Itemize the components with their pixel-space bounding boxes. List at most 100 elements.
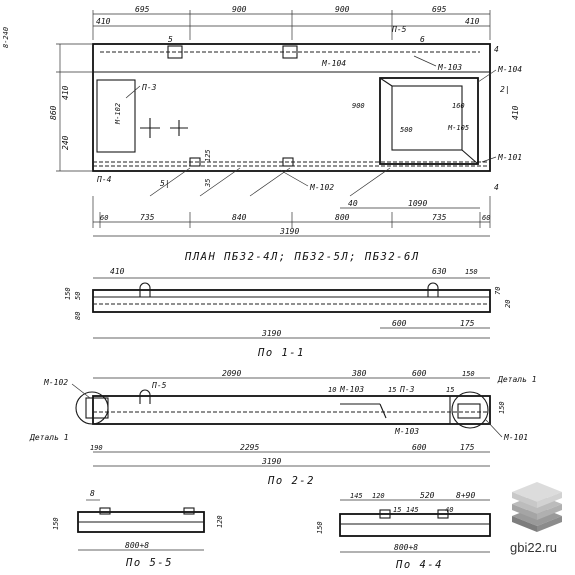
sec22-dim-10: 10 bbox=[328, 386, 336, 394]
sec33-dim-150: 150 bbox=[52, 517, 60, 530]
dim-top-1: 695 bbox=[135, 5, 150, 14]
sec22-detail-box bbox=[449, 395, 491, 425]
lifting-loop bbox=[282, 157, 294, 167]
inner-dim-900: 900 bbox=[352, 102, 365, 110]
sec33-title: По 5-5 bbox=[125, 557, 173, 569]
sec33-dim-120: 120 bbox=[216, 515, 224, 528]
sec11-dim-410: 410 bbox=[110, 267, 125, 276]
section-1-1: 410 630 150 150 50 80 70 20 600 175 3190… bbox=[64, 267, 512, 359]
sec11-dim-175: 175 bbox=[460, 319, 475, 328]
sec22-dim-190: 190 bbox=[90, 444, 103, 452]
sec11-dim-630: 630 bbox=[432, 267, 447, 276]
sec11-dim-150: 150 bbox=[465, 268, 478, 276]
sec22-label-m101: М-101 bbox=[503, 433, 528, 442]
sec22-slab bbox=[92, 395, 491, 425]
dim-left-top: 8-240 bbox=[2, 27, 10, 48]
inner-dim-160: 160 bbox=[452, 102, 465, 110]
sec33-dim-8: 8 bbox=[90, 489, 95, 498]
sec11-loop bbox=[139, 282, 151, 297]
dim-bottom-mid-1090: 1090 bbox=[408, 199, 427, 208]
dim-bottom-735-right: 735 bbox=[432, 213, 447, 222]
sec22-label-detal-left: Деталь 1 bbox=[29, 433, 69, 442]
label-m102-left: М-102 bbox=[114, 103, 122, 125]
dim-left-410: 410 bbox=[61, 85, 70, 100]
label-m101: М-101 bbox=[497, 153, 522, 162]
plan-title: ПЛАН ПБ32-4Л; ПБ32-5Л; ПБ32-6Л bbox=[184, 251, 420, 263]
label-p5-top: П-5 bbox=[391, 25, 407, 34]
sec11-loop bbox=[427, 282, 439, 297]
lifting-loop bbox=[282, 45, 298, 59]
label-m103-top: М-103 bbox=[437, 63, 462, 72]
sec22-dim-380: 380 bbox=[351, 369, 367, 378]
dim-top2-right: 410 bbox=[465, 17, 480, 26]
sec22-label-p5: П-5 bbox=[151, 381, 167, 390]
sec22-label-p3: П-3 bbox=[399, 385, 415, 394]
dim-bottom-840: 840 bbox=[232, 213, 247, 222]
sec44-title: По 4-4 bbox=[395, 559, 443, 571]
dim-bottom-mid-40: 40 bbox=[348, 199, 358, 208]
sec11-slab bbox=[92, 289, 491, 313]
plan-outline bbox=[92, 43, 491, 172]
sec22-label-m102: М-102 bbox=[43, 378, 68, 387]
watermark: gbi22.ru bbox=[510, 482, 562, 555]
inner-dim-500: 500 bbox=[400, 126, 413, 134]
section-5-5: 8 150 120 800+8 По 5-5 bbox=[52, 489, 224, 569]
lifting-loop bbox=[189, 157, 201, 167]
dim-total-plan: 3190 bbox=[279, 227, 299, 236]
label-m102-bottom: М-102 bbox=[309, 183, 334, 192]
sec22-dim-15: 15 bbox=[388, 386, 396, 394]
label-m105: М-105 bbox=[447, 124, 469, 132]
sec22-dim-2295: 2295 bbox=[240, 443, 259, 452]
dim-top-2: 900 bbox=[232, 5, 247, 14]
sec33-dim-800: 800+8 bbox=[125, 541, 149, 550]
sec22-dim-600: 600 bbox=[412, 369, 427, 378]
dim-top-3: 900 bbox=[335, 5, 350, 14]
sec22-dim-15b: 15 bbox=[446, 386, 454, 394]
val-35: 35 bbox=[204, 179, 212, 188]
section-mark-5-top: 5 bbox=[168, 35, 173, 44]
sec22-dim-total: 3190 bbox=[261, 457, 281, 466]
sec22-detail-circle-right bbox=[451, 391, 489, 429]
sec44-dim-145b: 145 bbox=[406, 506, 419, 514]
section-mark-6: 6 bbox=[420, 35, 425, 44]
lifting-loop bbox=[167, 45, 183, 59]
label-p4: П-4 bbox=[96, 175, 112, 184]
section-mark-2: 2| bbox=[500, 85, 510, 94]
dim-top-4: 695 bbox=[432, 5, 447, 14]
sec11-dim-600: 600 bbox=[392, 319, 407, 328]
sec11-dim-20: 20 bbox=[504, 300, 512, 308]
section-4-4: 145 120 520 8+90 15 145 40 150 800+8 По … bbox=[316, 491, 491, 571]
dim-bottom-735-left: 735 bbox=[140, 213, 155, 222]
plan-view: 695 900 900 695 410 410 8-240 М-102 М-10… bbox=[2, 5, 522, 263]
sec22-dim-600b: 600 bbox=[412, 443, 427, 452]
label-m104-right: М-104 bbox=[497, 65, 522, 74]
section-2-2: 2090 10 380 15 600 15 150 М-102 П-5 М-10… bbox=[29, 369, 537, 487]
plan-opening bbox=[379, 77, 479, 165]
watermark-text: gbi22.ru bbox=[510, 540, 557, 555]
sec22-label-m103: М-103 bbox=[339, 385, 364, 394]
sec44-dim-40: 40 bbox=[445, 506, 453, 514]
sec22-dim-150: 150 bbox=[462, 370, 475, 378]
section-mark-5: 5| bbox=[160, 179, 170, 188]
dim-bottom-60-right: 60 bbox=[482, 214, 490, 222]
section-mark-4b: 4 bbox=[494, 183, 499, 192]
sec11-dim-150-left: 150 bbox=[64, 287, 72, 300]
layered-slabs-icon bbox=[512, 482, 562, 532]
label-p3: П-3 bbox=[141, 83, 157, 92]
dim-left-860: 860 bbox=[49, 105, 58, 120]
dim-left-240: 240 bbox=[61, 135, 70, 150]
val-125: 125 bbox=[204, 149, 212, 162]
dim-bottom-60-left: 60 bbox=[100, 214, 108, 222]
sec11-dim-50: 50 bbox=[74, 292, 82, 300]
sec22-label-m103b: М-103 bbox=[394, 427, 419, 436]
sec44-dim-520: 520 bbox=[420, 491, 435, 500]
sec44-dim-150: 150 bbox=[316, 521, 324, 534]
dim-top2-left: 410 bbox=[96, 17, 111, 26]
sec11-title: По 1-1 bbox=[257, 347, 305, 359]
label-m104-top: М-104 bbox=[321, 59, 346, 68]
sec22-label-detal: Деталь 1 bbox=[497, 375, 537, 384]
sec22-dim-2090: 2090 bbox=[222, 369, 241, 378]
sec44-dim-15: 15 bbox=[393, 506, 401, 514]
